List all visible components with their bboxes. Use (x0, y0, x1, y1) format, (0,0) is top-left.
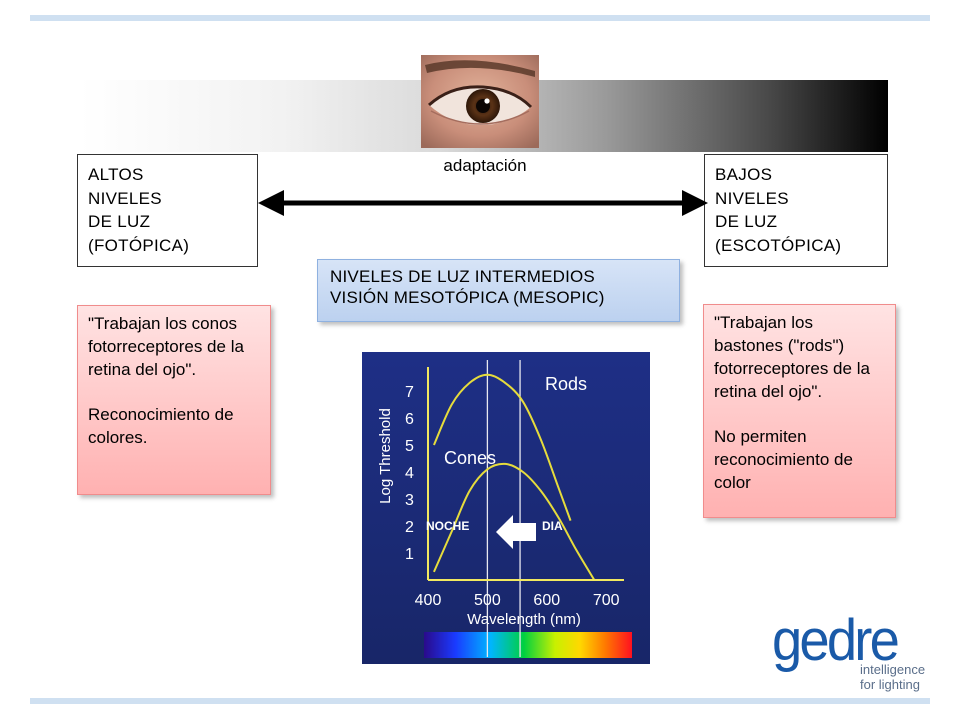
y-tick-label-3: 3 (405, 492, 414, 509)
cones-note-text: "Trabajan los conos fotorreceptores de l… (88, 314, 244, 379)
cones-note: "Trabajan los conos fotorreceptores de l… (77, 305, 271, 495)
series-label-cones: Cones (444, 448, 496, 468)
left-box-line-1: ALTOS (88, 165, 144, 184)
left-box-line-3: DE LUZ (88, 212, 151, 231)
y-tick-label-1: 1 (405, 546, 414, 563)
y-tick-label-4: 4 (405, 465, 414, 482)
mesopic-line-1: NIVELES DE LUZ INTERMEDIOS (330, 267, 595, 286)
y-tick-label-5: 5 (405, 438, 414, 455)
cones-note-detail: Reconocimiento de colores. (88, 405, 234, 447)
left-box-line-2: NIVELES (88, 188, 162, 208)
x-tick-label-600: 600 (533, 592, 560, 609)
x-tick-label-700: 700 (593, 592, 620, 609)
curve-cones (433, 462, 596, 581)
x-tick-label-500: 500 (474, 592, 501, 609)
right-box-line-1: BAJOS (715, 165, 773, 184)
y-tick-label-6: 6 (405, 411, 414, 428)
rods-note-text: "Trabajan los bastones ("rods") fotorrec… (714, 313, 870, 401)
adaptation-label: adaptación (443, 156, 527, 175)
night-arrow-icon (496, 515, 536, 549)
mesopic-line-2: VISIÓN MESOTÓPICA (MESOPIC) (330, 288, 605, 307)
series-label-rods: Rods (545, 374, 587, 394)
spectrum-strip (424, 632, 632, 658)
night-label: NOCHE (426, 519, 469, 533)
x-axis-label: Wavelength (nm) (467, 611, 581, 628)
high-light-levels-box: ALTOS NIVELES DE LUZ (FOTÓPICA) (77, 154, 258, 267)
rods-note: "Trabajan los bastones ("rods") fotorrec… (703, 304, 896, 518)
low-light-levels-box: BAJOS NIVELES DE LUZ (ESCOTÓPICA) (704, 154, 888, 267)
logo-wordmark: gedre (772, 608, 898, 673)
x-tick-label-400: 400 (415, 592, 442, 609)
left-box-line-4: (FOTÓPICA) (88, 235, 190, 255)
curve-rods (433, 373, 572, 521)
chart-background (362, 352, 650, 664)
logo-tagline-2: for lighting (860, 677, 920, 692)
adaptation-double-arrow (258, 190, 708, 216)
right-box-line-3: DE LUZ (715, 212, 778, 231)
right-box-line-4: (ESCOTÓPICA) (715, 235, 842, 255)
eye-photo (421, 55, 539, 148)
mesopic-vision-box: NIVELES DE LUZ INTERMEDIOS VISIÓN MESOTÓ… (317, 259, 680, 322)
bottom-rule (30, 698, 930, 704)
rods-note-detail: No permiten reconocimiento de color (714, 427, 853, 492)
logo-tagline-1: intelligence (860, 662, 925, 677)
y-axis-label: Log Threshold (377, 408, 394, 504)
right-box-line-2: NIVELES (715, 188, 789, 208)
y-tick-label-7: 7 (405, 384, 414, 401)
y-tick-label-2: 2 (405, 519, 414, 536)
gedre-logo: gedre intelligence for lighting (772, 608, 925, 692)
top-rule (30, 15, 930, 21)
day-label: DIA (542, 519, 563, 533)
